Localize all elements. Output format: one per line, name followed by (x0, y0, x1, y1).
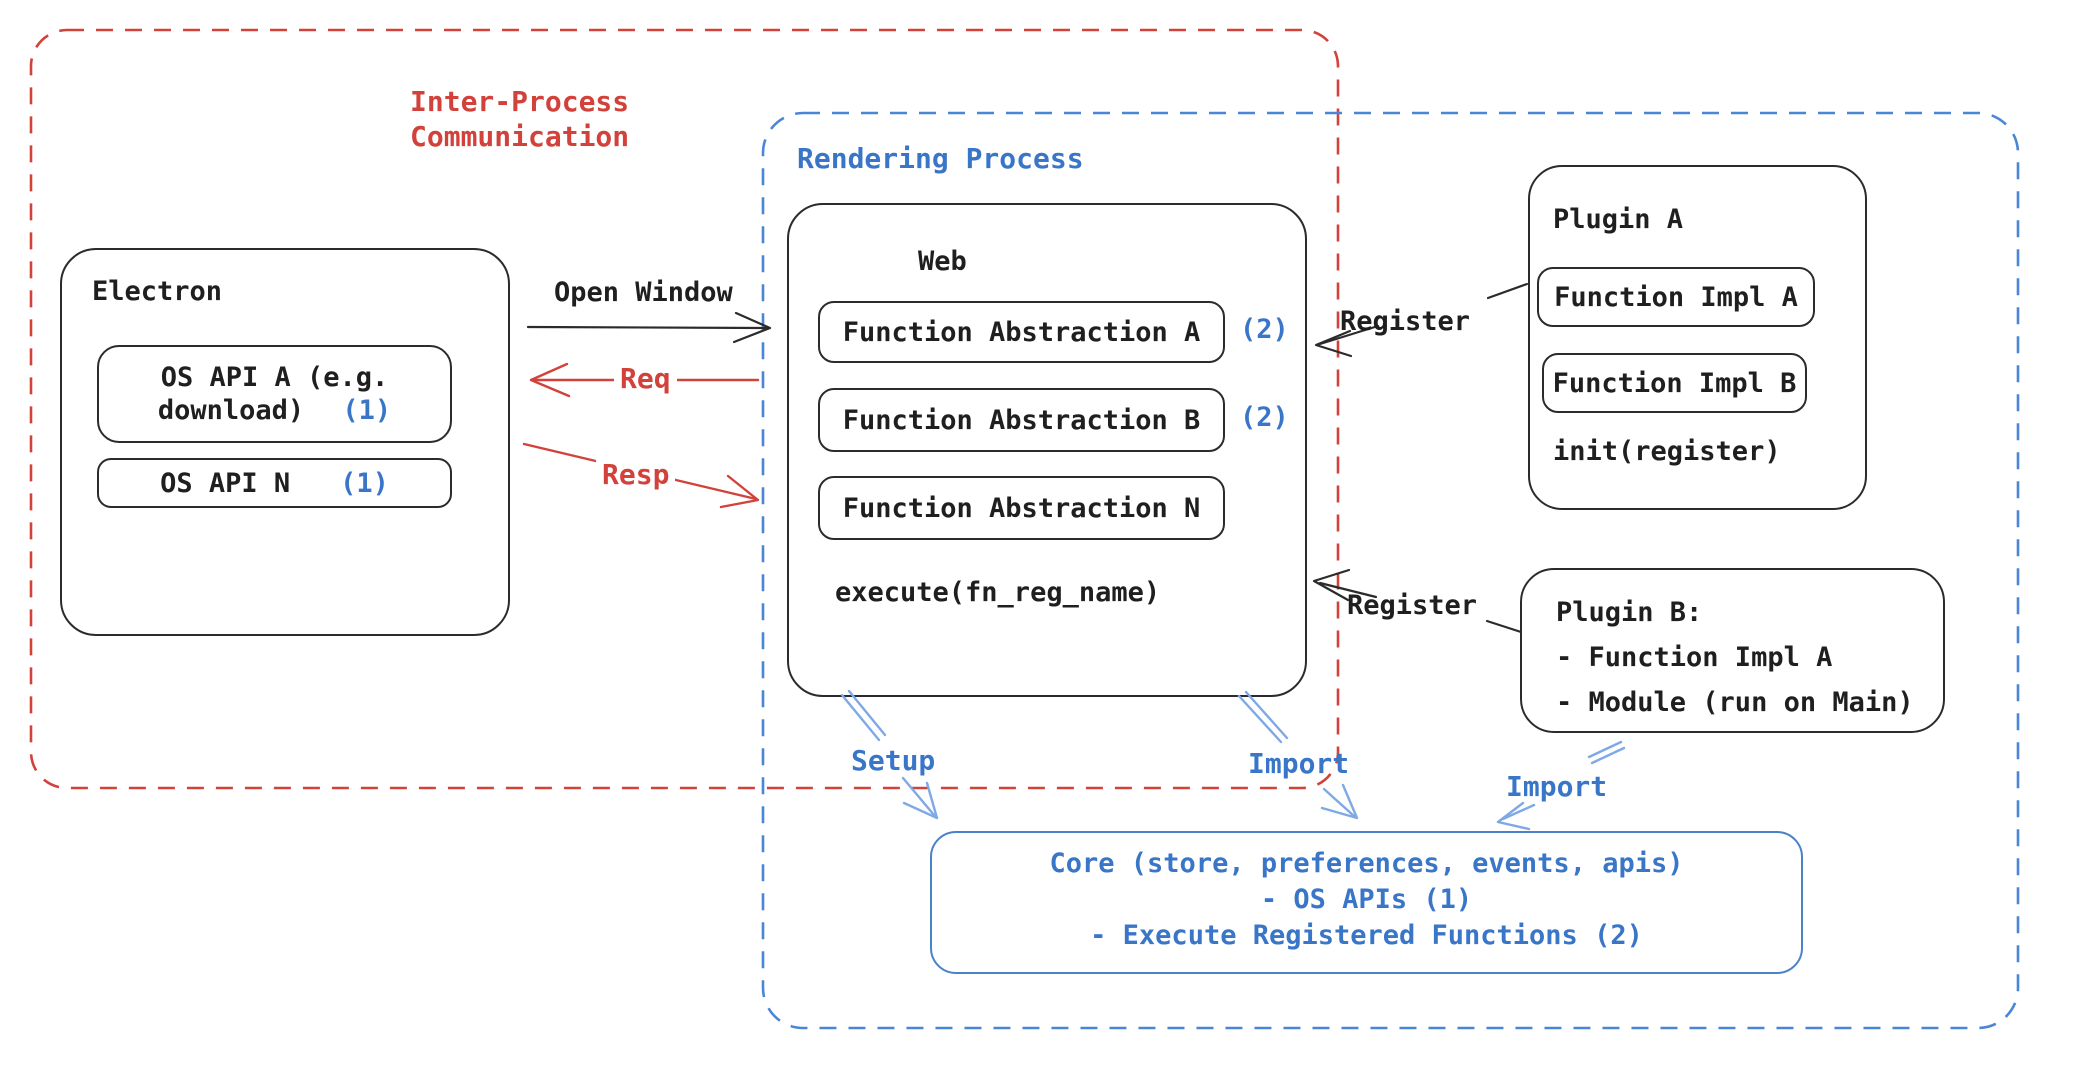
function-abstraction-n-box: Function Abstraction N (818, 476, 1225, 540)
resp-label: Resp (596, 458, 676, 492)
function-impl-a-box: Function Impl A (1537, 267, 1815, 327)
core-line-3: - Execute Registered Functions (2) (1090, 920, 1643, 951)
function-abstraction-b-label: Function Abstraction B (842, 404, 1201, 436)
os-api-n-label: OS API N (160, 467, 291, 499)
import-plugin-label: Import (1506, 770, 1608, 803)
function-abstraction-a-ref: (2) (1240, 314, 1289, 345)
execute-text: execute(fn_reg_name) (835, 577, 1161, 608)
function-abstraction-b-box: Function Abstraction B (818, 388, 1225, 452)
core-line-1: Core (store, preferences, events, apis) (1049, 848, 1684, 879)
function-impl-b-label: Function Impl B (1552, 367, 1797, 399)
register-bottom-label: Register (1347, 590, 1478, 621)
plugin-a-box (1528, 165, 1867, 510)
ipc-label-line2: Communication (410, 120, 630, 153)
plugin-b-item-1: - Function Impl A (1556, 642, 1833, 673)
os-api-n-box: OS API N (1) (97, 458, 452, 508)
function-impl-a-label: Function Impl A (1554, 281, 1798, 313)
plugin-b-box: Plugin B: - Function Impl A - Module (ru… (1520, 568, 1945, 733)
os-api-a-line2: download) (157, 395, 305, 426)
core-box: Core (store, preferences, events, apis) … (930, 831, 1803, 974)
function-abstraction-a-label: Function Abstraction A (842, 316, 1201, 348)
function-impl-b-box: Function Impl B (1542, 353, 1807, 413)
import-web-label: Import (1248, 747, 1350, 780)
open-window-arrow (526, 311, 772, 344)
function-abstraction-a-box: Function Abstraction A (818, 301, 1225, 363)
os-api-a-ref: (1) (342, 395, 392, 426)
setup-label: Setup (851, 744, 936, 777)
electron-title: Electron (92, 276, 223, 307)
plugin-b-item-2: - Module (run on Main) (1556, 687, 1914, 718)
plugin-b-title: Plugin B: (1556, 597, 1703, 628)
req-label: Req (614, 362, 677, 396)
register-top-label: Register (1340, 306, 1471, 337)
function-abstraction-n-label: Function Abstraction N (842, 492, 1201, 524)
open-window-label: Open Window (548, 277, 739, 310)
core-line-2: - OS APIs (1) (1260, 884, 1473, 915)
web-title: Web (918, 246, 967, 277)
rendering-process-label: Rendering Process (797, 142, 1084, 175)
os-api-a-box: OS API A (e.g. download) (1) (97, 345, 452, 443)
ipc-label: Inter-Process Communication (410, 84, 629, 154)
os-api-n-ref: (1) (340, 467, 389, 499)
function-abstraction-b-ref: (2) (1240, 402, 1289, 433)
plugin-a-title: Plugin A (1553, 204, 1684, 235)
os-api-a-line1: OS API A (e.g. (160, 362, 389, 393)
init-register-text: init(register) (1553, 436, 1781, 467)
ipc-label-line1: Inter-Process (410, 85, 630, 118)
